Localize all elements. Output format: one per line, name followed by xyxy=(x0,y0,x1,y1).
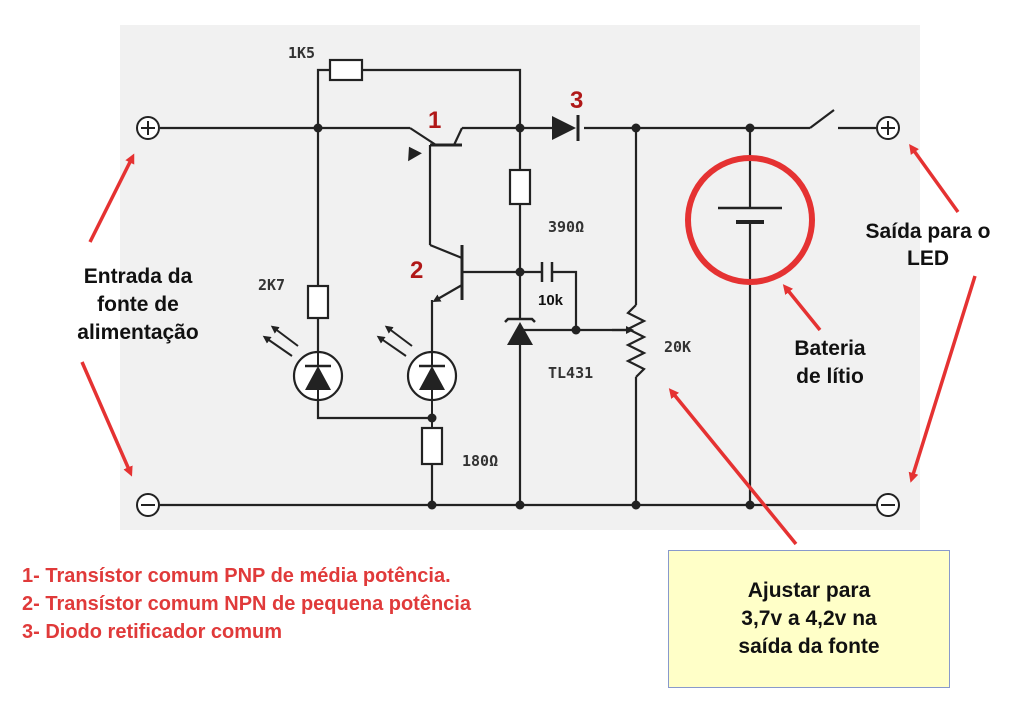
diode-3 xyxy=(552,115,580,141)
battery-highlight-circle xyxy=(685,155,815,285)
arrow-battery xyxy=(782,284,822,332)
legend-item-1: 1- Transístor comum PNP de média potênci… xyxy=(22,565,451,587)
marker-1: 1 xyxy=(428,107,441,134)
resistor-2k7 xyxy=(306,284,330,320)
battery-annotation: Bateria de lítio xyxy=(794,337,866,388)
junction-dots xyxy=(313,123,755,510)
label-10k: 10k xyxy=(538,292,564,309)
resistor-180 xyxy=(420,426,444,505)
marker-3: 3 xyxy=(570,87,583,114)
input-line-2: fonte de xyxy=(97,293,179,316)
input-line-3: alimentação xyxy=(77,321,198,344)
output-line-1: Saída para o xyxy=(866,220,991,243)
output-line-2: LED xyxy=(907,247,949,270)
tl431-regulator xyxy=(504,317,536,505)
label-180: 180Ω xyxy=(462,452,498,470)
battery-line-1: Bateria xyxy=(794,337,866,360)
input-positive-terminal xyxy=(136,116,160,140)
battery-line-2: de lítio xyxy=(796,365,864,388)
input-negative-terminal xyxy=(136,493,160,517)
arrow-adjust xyxy=(668,388,798,546)
transistor-npn-2 xyxy=(429,243,520,352)
arrow-output-bottom xyxy=(908,275,977,483)
arrow-input-bottom xyxy=(80,361,133,477)
output-switch xyxy=(809,109,835,129)
label-20k: 20K xyxy=(664,338,691,356)
led-link-wire xyxy=(316,400,432,420)
adjust-note-box: Ajustar para 3,7v a 4,2v na saída da fon… xyxy=(668,550,950,688)
legend-item-3: 3- Diodo retificador comum xyxy=(22,621,282,643)
output-negative-terminal xyxy=(876,493,900,517)
label-1k5: 1K5 xyxy=(288,44,315,62)
legend: 1- Transístor comum PNP de média potênci… xyxy=(22,565,472,643)
arrow-output-top xyxy=(909,143,960,214)
potentiometer-20k xyxy=(612,128,647,505)
label-2k7: 2K7 xyxy=(258,276,285,294)
arrow-input-top xyxy=(88,153,135,243)
label-tl431: TL431 xyxy=(548,364,593,382)
marker-2: 2 xyxy=(410,257,423,284)
input-annotation: Entrada da fonte de alimentação xyxy=(77,265,198,344)
input-line-1: Entrada da xyxy=(84,265,193,288)
photodiode-right xyxy=(376,325,458,428)
label-390: 390Ω xyxy=(548,218,584,236)
adjust-line-1: Ajustar para xyxy=(747,579,871,602)
output-positive-terminal xyxy=(876,116,900,140)
transistor-pnp-1 xyxy=(408,127,463,245)
adjust-line-2: 3,7v a 4,2v na xyxy=(741,607,877,630)
legend-item-2: 2- Transístor comum NPN de pequena potên… xyxy=(22,593,472,615)
resistor-1k5 xyxy=(316,58,522,128)
resistor-390 xyxy=(508,168,532,206)
output-annotation: Saída para o LED xyxy=(866,220,991,270)
battery xyxy=(685,128,815,505)
adjust-line-3: saída da fonte xyxy=(738,635,880,658)
